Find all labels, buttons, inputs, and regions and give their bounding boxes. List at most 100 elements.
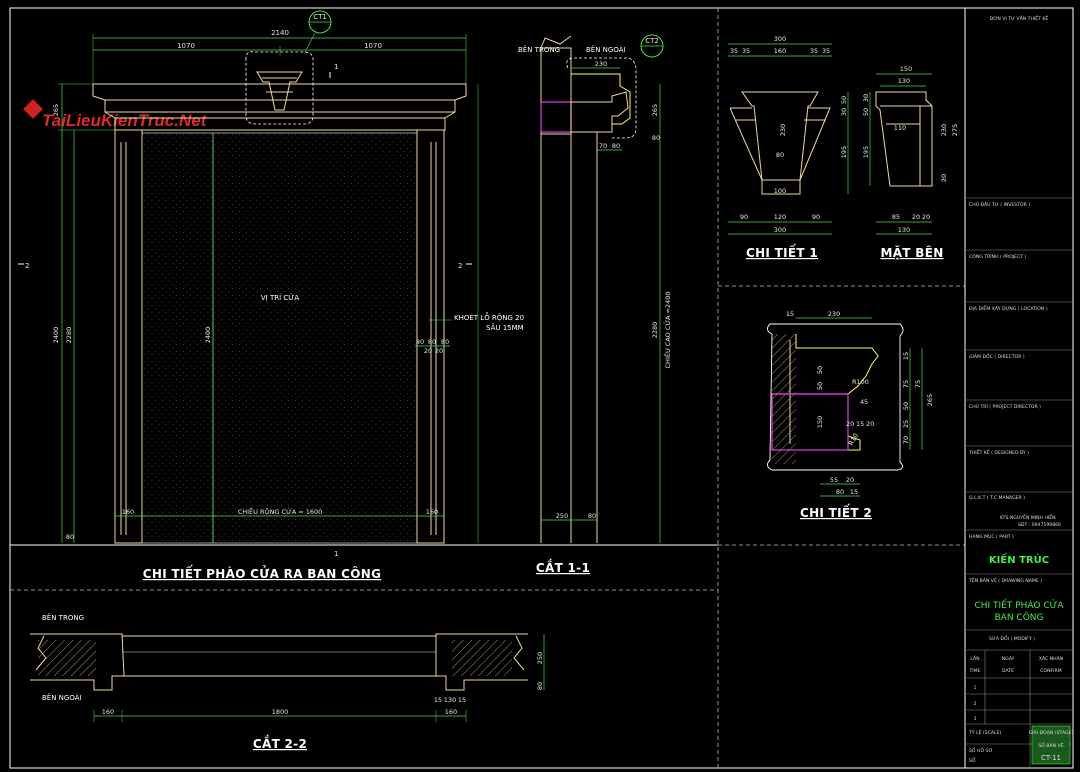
svg-text:30: 30 (840, 108, 848, 116)
svg-text:75: 75 (902, 380, 910, 388)
svg-text:15: 15 (850, 488, 858, 496)
svg-text:3: 3 (974, 716, 977, 722)
svg-text:85: 85 (892, 213, 900, 221)
svg-text:265: 265 (926, 394, 934, 406)
door-width-label: CHIỀU RỘNG CỬA = 1600 (238, 506, 323, 516)
svg-text:Q.L.K.T ( T.C MANAGER ): Q.L.K.T ( T.C MANAGER ) (969, 495, 1025, 501)
svg-text:230: 230 (779, 124, 787, 136)
svg-text:70: 70 (599, 142, 607, 150)
svg-text:SĐT : 0947199866: SĐT : 0947199866 (1018, 522, 1061, 528)
lintel-magenta (540, 101, 572, 133)
svg-text:80: 80 (776, 151, 784, 159)
section-2-2: BÊN TRONG BÊN NGOÀI 160 1800 160 15 130 … (30, 613, 545, 751)
detail-1: 300 35 35 160 35 35 50 30 195 230 80 100… (728, 35, 849, 260)
svg-text:300: 300 (774, 35, 786, 43)
svg-text:CT1: CT1 (313, 13, 327, 21)
svg-text:DATE: DATE (1002, 668, 1014, 674)
svg-text:15: 15 (458, 696, 466, 704)
svg-text:TIME: TIME (968, 668, 980, 674)
svg-text:130: 130 (898, 77, 910, 85)
svg-text:CONFIRM: CONFIRM (1040, 668, 1061, 674)
section-1-1-title: CẮT 1-1 (536, 559, 590, 575)
svg-text:130: 130 (444, 696, 456, 704)
svg-text:20: 20 (866, 420, 874, 428)
svg-text:15: 15 (856, 420, 864, 428)
section-mark-2-left: 2 (25, 262, 29, 270)
svg-text:35: 35 (730, 47, 738, 55)
svg-text:35: 35 (810, 47, 818, 55)
svg-text:160: 160 (102, 708, 114, 716)
svg-text:250: 250 (536, 652, 544, 664)
svg-text:CHỦ TRÌ ( PROJECT DIRECTOR ): CHỦ TRÌ ( PROJECT DIRECTOR ) (969, 402, 1041, 410)
svg-text:50: 50 (816, 366, 824, 374)
svg-text:80: 80 (612, 142, 620, 150)
svg-text:50: 50 (840, 96, 848, 104)
door-opening (141, 132, 418, 544)
svg-text:50: 50 (902, 402, 910, 410)
svg-text:150: 150 (900, 65, 912, 73)
main-view-title: CHI TIẾT PHÀO CỬA RA BAN CÔNG (143, 565, 381, 581)
drawing-name-1: CHI TIẾT PHÀO CỬA (974, 599, 1064, 611)
svg-text:50: 50 (862, 108, 870, 116)
svg-text:BÊN TRONG: BÊN TRONG (42, 613, 84, 622)
detail-1-title: CHI TIẾT 1 (746, 244, 818, 260)
svg-text:15: 15 (786, 310, 794, 318)
section-mark-2-right: 2 (458, 262, 462, 270)
svg-text:GIÁM ĐỐC ( DIRECTOR ): GIÁM ĐỐC ( DIRECTOR ) (969, 352, 1025, 360)
svg-text:BÊN NGOÀI: BÊN NGOÀI (586, 45, 626, 54)
title-block: ĐƠN VỊ TƯ VẤN THIẾT KẾ CHỦ ĐẦU TƯ ( INVE… (964, 7, 1074, 769)
drawing-name-2: BAN CÔNG (995, 611, 1044, 623)
svg-text:20: 20 (912, 213, 920, 221)
svg-text:20: 20 (846, 476, 854, 484)
svg-text:SÂU 15MM: SÂU 15MM (486, 323, 524, 332)
svg-text:160: 160 (426, 508, 438, 516)
svg-text:SỐ: SỐ (969, 756, 976, 764)
svg-text:30: 30 (862, 94, 870, 102)
svg-text:45: 45 (860, 398, 868, 406)
section-1-1: BÊN TRONG BÊN NGOÀI CT2 250 80 230 70 80… (518, 34, 672, 575)
svg-text:80: 80 (428, 338, 436, 346)
svg-text:160: 160 (774, 47, 786, 55)
svg-text:LẦN: LẦN (970, 654, 979, 662)
svg-text:2400: 2400 (204, 327, 212, 344)
svg-text:SỐ BẢN VẼ: SỐ BẢN VẼ (1038, 741, 1063, 749)
svg-text:CT-11: CT-11 (1041, 754, 1061, 762)
section-mark-1-bottom: 1 (334, 550, 338, 558)
svg-text:265: 265 (651, 104, 659, 116)
svg-text:1: 1 (974, 685, 977, 691)
svg-text:25: 25 (902, 420, 910, 428)
svg-text:2400: 2400 (52, 327, 60, 344)
svg-text:TỶ LỆ (SCALE): TỶ LỆ (SCALE) (968, 728, 1002, 736)
svg-text:R100: R100 (852, 378, 869, 386)
svg-text:CÔNG TRÌNH ( PROJECT ): CÔNG TRÌNH ( PROJECT ) (969, 253, 1027, 260)
svg-text:70: 70 (902, 436, 910, 444)
svg-text:1070: 1070 (177, 42, 195, 50)
svg-text:TÊN BẢN VẼ ( DRAWING NAME ): TÊN BẢN VẼ ( DRAWING NAME ) (968, 576, 1042, 584)
svg-text:ĐỊA ĐIỂM XÂY DỰNG ( LOCATION ): ĐỊA ĐIỂM XÂY DỰNG ( LOCATION ) (969, 304, 1048, 312)
svg-text:250: 250 (556, 512, 568, 520)
section-2-2-title: CẮT 2-2 (253, 735, 307, 751)
svg-text:2280: 2280 (65, 327, 73, 344)
svg-text:230: 230 (828, 310, 840, 318)
svg-text:KHOÉT LỖ RỘNG 20: KHOÉT LỖ RỘNG 20 (454, 312, 524, 322)
svg-text:80: 80 (652, 134, 660, 142)
site-logo: TaiLieuKienTruc.Net (23, 99, 208, 130)
svg-text:160: 160 (122, 508, 134, 516)
svg-text:SỬA ĐỔI ( MODIFY ): SỬA ĐỔI ( MODIFY ) (989, 634, 1035, 642)
svg-text:2140: 2140 (271, 29, 289, 37)
svg-text:20: 20 (940, 174, 948, 182)
svg-text:100: 100 (774, 187, 786, 195)
svg-text:THIẾT KẾ ( DESIGNED BY ): THIẾT KẾ ( DESIGNED BY ) (968, 448, 1029, 456)
svg-text:2280: 2280 (651, 322, 659, 339)
svg-text:2: 2 (974, 701, 977, 707)
svg-text:CHỦ ĐẦU TƯ ( INVESTOR ): CHỦ ĐẦU TƯ ( INVESTOR ) (969, 200, 1030, 208)
svg-text:CHIỀU CAO CỬA =2400: CHIỀU CAO CỬA =2400 (662, 292, 672, 369)
svg-text:1070: 1070 (364, 42, 382, 50)
stage-stamp (1031, 725, 1071, 765)
svg-text:ĐƠN VỊ TƯ VẤN THIẾT KẾ: ĐƠN VỊ TƯ VẤN THIẾT KẾ (990, 14, 1049, 22)
svg-text:120: 120 (774, 213, 786, 221)
svg-text:XÁC NHẬN: XÁC NHẬN (1039, 655, 1063, 662)
side-view: 150 130 30 50 195 110 230 275 20 85 20 2… (862, 65, 959, 260)
svg-text:HẠNG MỤC ( PART ): HẠNG MỤC ( PART ) (969, 534, 1014, 540)
svg-text:110: 110 (894, 124, 906, 132)
